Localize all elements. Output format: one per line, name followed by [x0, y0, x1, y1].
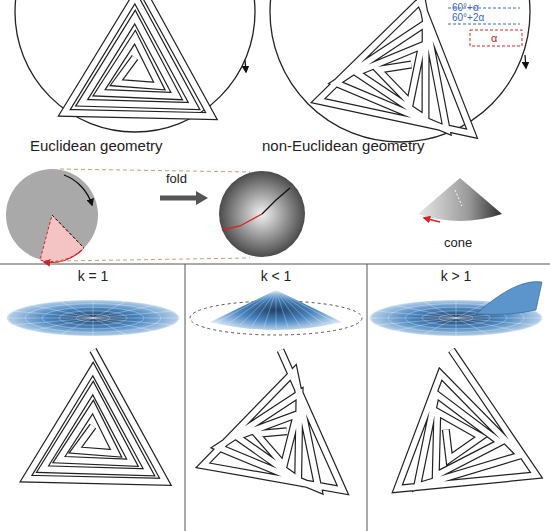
- cone-shape: [418, 178, 502, 222]
- angle-label: 60°+α: [452, 2, 479, 13]
- triangle-spiral: [203, 350, 343, 490]
- caption-label: non-Euclidean geometry: [262, 138, 425, 155]
- curvature-label: k < 1: [261, 269, 292, 284]
- angle-label: α: [491, 32, 497, 44]
- triangle-spiral-inner: [64, 0, 211, 116]
- curvature-surface: [7, 300, 179, 336]
- curvature-surface: [370, 282, 542, 336]
- triangle-spiral: [318, 0, 472, 134]
- folded-disc: [219, 171, 305, 257]
- caption-label: Euclidean geometry: [30, 138, 163, 155]
- angle-label: 60°+2α: [452, 12, 484, 23]
- caption-label: fold: [166, 172, 187, 186]
- curvature-surface: [190, 290, 362, 335]
- euclid-circle: [15, 0, 255, 132]
- triangle-spiral: [64, 0, 211, 116]
- triangle-spiral: [26, 350, 165, 482]
- caption-label: cone: [444, 236, 472, 250]
- triangle-spiral-inner: [318, 0, 472, 134]
- curvature-label: k > 1: [441, 269, 472, 284]
- triangle-spiral: [397, 350, 536, 489]
- noneuclid-circle: [270, 0, 530, 142]
- flat-disc: [6, 169, 98, 262]
- triangle-spiral-inner: [26, 350, 165, 482]
- curvature-label: k = 1: [78, 269, 109, 284]
- triangle-spiral-inner: [397, 350, 536, 489]
- triangle-spiral-inner: [203, 350, 343, 490]
